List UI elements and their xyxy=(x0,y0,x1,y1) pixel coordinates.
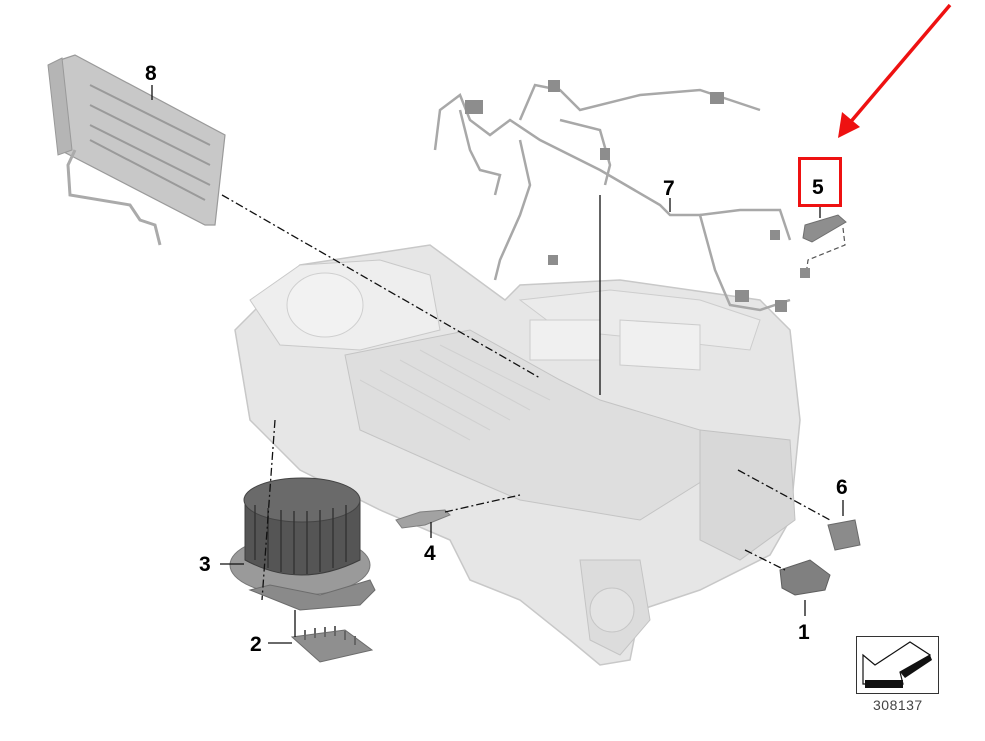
highlight-box-part-5 xyxy=(798,157,842,207)
hvac-housing xyxy=(234,244,801,666)
orientation-box xyxy=(856,636,939,694)
orientation-arrow-icon xyxy=(862,641,932,688)
callout-4: 4 xyxy=(424,542,436,565)
part-8-heater-core xyxy=(47,54,226,246)
callout-3: 3 xyxy=(199,553,211,576)
part-4-temp-sensor xyxy=(395,509,451,529)
part-1-actuator xyxy=(779,559,831,596)
part-5-sensor xyxy=(800,214,847,278)
callout-7: 7 xyxy=(663,177,675,200)
harness-connectors xyxy=(465,80,787,312)
callout-1: 1 xyxy=(798,621,810,644)
part-7-wiring-harness xyxy=(433,83,792,312)
callout-5: 5 xyxy=(812,176,824,199)
callout-6: 6 xyxy=(836,476,848,499)
reference-number: 308137 xyxy=(873,697,923,713)
callout-8: 8 xyxy=(145,62,157,85)
callout-2: 2 xyxy=(250,633,262,656)
part-2-resistor xyxy=(290,626,374,663)
part-6-actuator xyxy=(827,519,861,551)
leader-lines xyxy=(151,85,844,644)
red-arrow xyxy=(838,3,952,138)
part-3-blower-motor xyxy=(229,477,376,611)
